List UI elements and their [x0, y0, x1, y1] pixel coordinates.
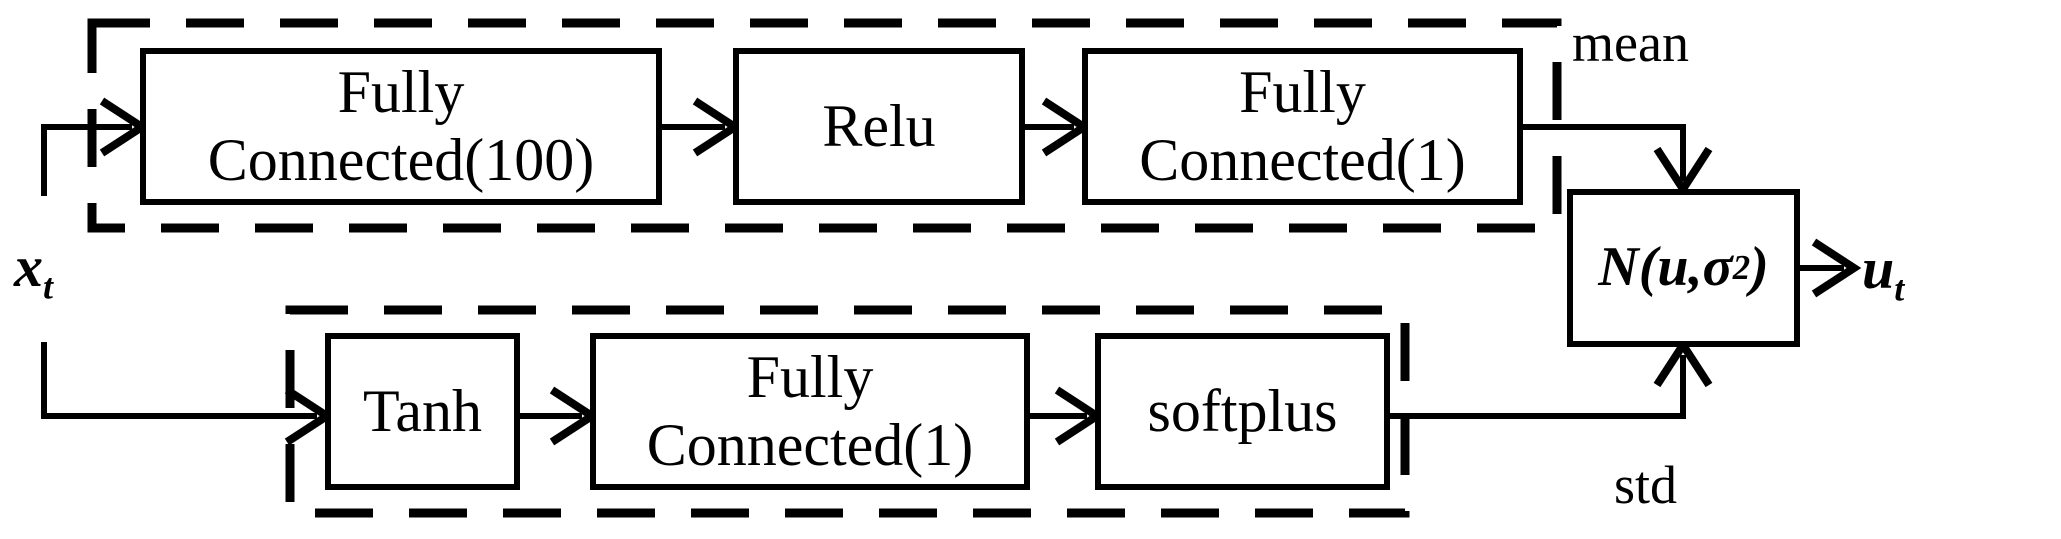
- box-fully-connected-1-mean-line2: Connected(1): [1139, 126, 1466, 193]
- input-label: xt: [14, 238, 53, 305]
- mean-label: mean: [1572, 13, 1689, 73]
- input-label-subscript: t: [43, 266, 53, 307]
- arrow-head-output-icon: [1811, 238, 1862, 298]
- box-fully-connected-1-std-line1: Fully: [746, 343, 874, 410]
- mean-to-gaussian-line: [1523, 124, 1686, 181]
- box-fully-connected-100-line2: Connected(100): [207, 126, 595, 193]
- input-label-base: x: [14, 234, 43, 299]
- box-tanh-label: Tanh: [362, 377, 483, 444]
- box-fully-connected-100: Fully Connected(100): [140, 48, 662, 205]
- box-fully-connected-1-std: Fully Connected(1): [590, 333, 1030, 490]
- gaussian-label-main: N(u,σ: [1598, 236, 1733, 299]
- box-relu: Relu: [733, 48, 1025, 205]
- output-label-base: u: [1862, 236, 1895, 301]
- input-to-std-branch-line: [41, 342, 317, 419]
- std-to-gaussian-line: [1390, 355, 1686, 419]
- box-tanh: Tanh: [325, 333, 520, 490]
- box-fully-connected-1-mean: Fully Connected(1): [1082, 48, 1523, 205]
- output-label-subscript: t: [1894, 268, 1905, 309]
- output-label: ut: [1862, 240, 1904, 307]
- box-fully-connected-1-std-line2: Connected(1): [646, 411, 974, 478]
- box-fully-connected-100-line1: Fully: [337, 58, 465, 125]
- input-to-mean-branch-line: [41, 124, 132, 196]
- gaussian-label-close: ): [1750, 236, 1769, 299]
- box-fully-connected-1-mean-line1: Fully: [1239, 58, 1366, 125]
- box-relu-label: Relu: [822, 92, 936, 159]
- std-label: std: [1614, 455, 1678, 515]
- box-softplus: softplus: [1095, 333, 1390, 490]
- box-softplus-label: softplus: [1147, 377, 1338, 444]
